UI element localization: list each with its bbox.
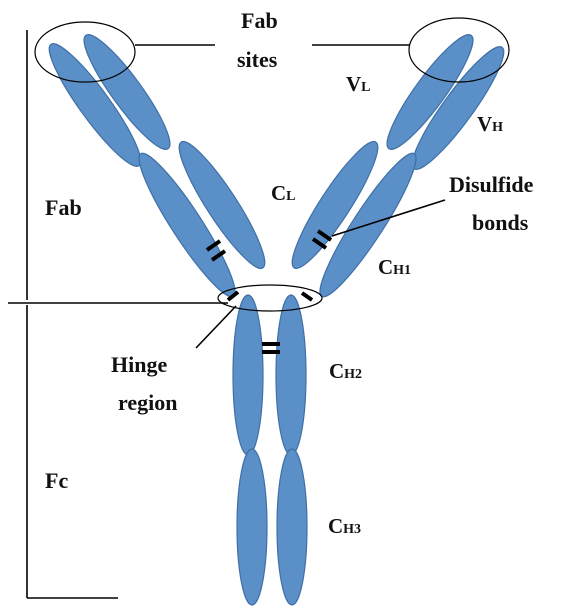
fab-label: Fab [45,195,82,220]
fc-stem [233,295,307,605]
hinge-label-line2: region [118,390,177,415]
cl-label: CL [271,181,296,205]
vh-label: VH [477,112,503,136]
right-ch3-domain [277,449,307,605]
ch3-label: CH3 [328,514,361,538]
fc-label: Fc [45,468,68,493]
ch2-label: CH2 [329,359,362,383]
right-ch2-domain [276,295,306,455]
hinge-label-line1: Hinge [111,352,167,377]
fab-sites-label-line1: Fab [241,8,278,33]
hinge-right-bond [302,293,312,300]
fab-sites-label-line2: sites [237,47,278,72]
left-ch3-domain [237,449,267,605]
disulfide-label-line2: bonds [472,210,529,235]
hinge-leader [196,306,236,348]
ch1-label: CH1 [378,255,411,279]
vl-label: VL [346,72,371,96]
annotation-lines [8,30,445,598]
left-ch2-domain [233,295,263,455]
disulfide-label-line1: Disulfide [449,172,534,197]
